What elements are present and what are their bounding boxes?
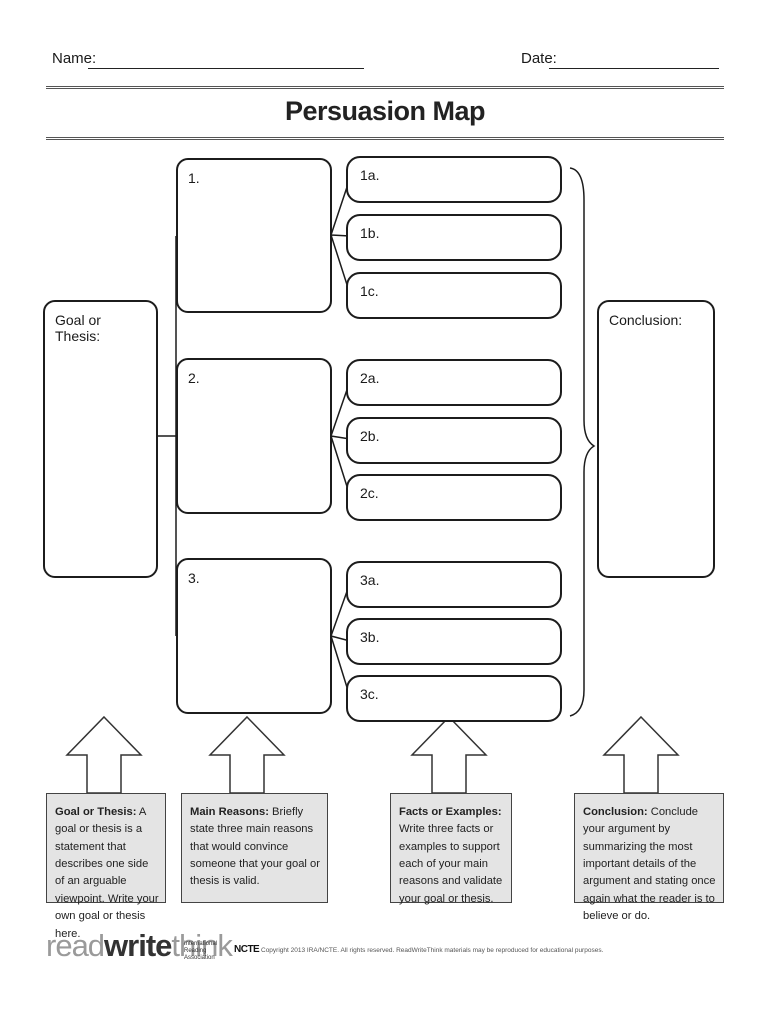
- ncte-logo: NCTE: [234, 944, 260, 955]
- fact-label-3c: 3c.: [360, 686, 379, 702]
- callout-term: Main Reasons:: [190, 806, 269, 818]
- fact-box-1a[interactable]: 1a.: [346, 156, 562, 203]
- fact-label-3b: 3b.: [360, 629, 380, 645]
- reason-label-1: 1.: [188, 170, 200, 186]
- reason-label-3: 3.: [188, 570, 200, 586]
- fact-box-2b[interactable]: 2b.: [346, 417, 562, 464]
- fact-box-3a[interactable]: 3a.: [346, 561, 562, 608]
- fact-box-1c[interactable]: 1c.: [346, 272, 562, 319]
- logo-write: write: [104, 928, 172, 963]
- copyright-text: Copyright 2013 IRA/NCTE. All rights rese…: [261, 947, 604, 954]
- arrow-up-icon: [410, 715, 488, 794]
- callout-term: Goal or Thesis:: [55, 806, 137, 818]
- conclusion-label: Conclusion:: [609, 312, 683, 328]
- logo-read: read: [46, 928, 105, 963]
- fact-label-3a: 3a.: [360, 572, 380, 588]
- callout-term: Conclusion:: [583, 806, 648, 818]
- fact-box-3b[interactable]: 3b.: [346, 618, 562, 665]
- goal-thesis-box[interactable]: Goal or Thesis:: [43, 300, 158, 578]
- callout-text: Write three facts or examples to support…: [399, 823, 503, 905]
- callout-goal-thesis: Goal or Thesis: A goal or thesis is a st…: [46, 793, 166, 940]
- fact-label-2b: 2b.: [360, 428, 380, 444]
- callout-conclusion: Conclusion: Conclude your argument by su…: [574, 793, 724, 922]
- reason-box-1[interactable]: 1.: [176, 158, 332, 313]
- date-label: Date:: [521, 50, 557, 67]
- fact-box-2a[interactable]: 2a.: [346, 359, 562, 406]
- page-title: Persuasion Map: [284, 96, 486, 126]
- top-rule: [46, 86, 724, 89]
- callout-term: Facts or Examples:: [399, 806, 502, 818]
- reason-label-2: 2.: [188, 370, 200, 386]
- logo-think: think: [171, 928, 232, 963]
- name-field[interactable]: [88, 68, 364, 69]
- conclusion-box[interactable]: Conclusion:: [597, 300, 715, 578]
- arrow-up-icon: [208, 715, 286, 794]
- reason-box-2[interactable]: 2.: [176, 358, 332, 514]
- fact-label-2a: 2a.: [360, 370, 380, 386]
- fact-label-1b: 1b.: [360, 225, 380, 241]
- fact-label-1c: 1c.: [360, 283, 379, 299]
- fact-box-2c[interactable]: 2c.: [346, 474, 562, 521]
- callout-facts-examples: Facts or Examples: Write three facts or …: [390, 793, 512, 905]
- title-rule: [46, 137, 724, 140]
- fact-box-3c[interactable]: 3c.: [346, 675, 562, 722]
- callout-main-reasons: Main Reasons: Briefly state three main r…: [181, 793, 328, 903]
- date-field[interactable]: [549, 68, 719, 69]
- arrow-up-icon: [602, 715, 680, 794]
- fact-label-2c: 2c.: [360, 485, 379, 501]
- callout-text: Conclude your argument by summarizing th…: [583, 806, 716, 923]
- callout-text: A goal or thesis is a statement that des…: [55, 806, 159, 940]
- fact-label-1a: 1a.: [360, 167, 380, 183]
- name-label: Name:: [52, 50, 97, 67]
- callout-text: Briefly state three main reasons that wo…: [190, 806, 320, 888]
- fact-box-1b[interactable]: 1b.: [346, 214, 562, 261]
- goal-thesis-label: Goal or Thesis:: [55, 312, 101, 344]
- arrow-up-icon: [65, 715, 143, 794]
- readwritethink-logo: readwritethink: [46, 928, 233, 964]
- ira-logo-text: International Reading Association: [184, 941, 218, 961]
- reason-box-3[interactable]: 3.: [176, 558, 332, 714]
